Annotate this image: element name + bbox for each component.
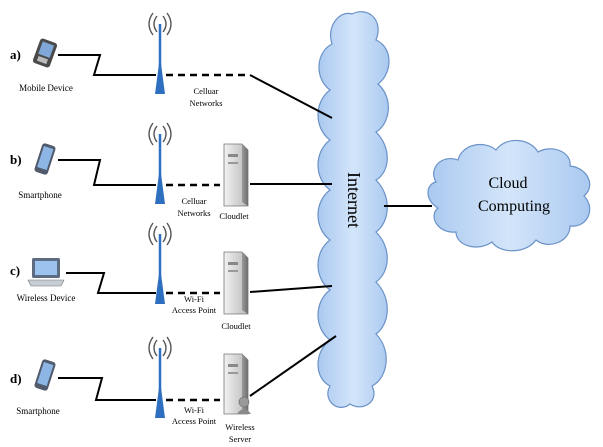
smartphone-icon — [34, 143, 56, 175]
row-d: d) Smartphone Wi-Fi Access Point Wireles… — [10, 335, 337, 444]
device-label-b: Smartphone — [18, 190, 62, 200]
cloud-computing-cloud: Cloud Computing — [427, 139, 591, 252]
network-label-d-2: Access Point — [172, 416, 217, 426]
link-to-internet-a — [249, 74, 333, 119]
cloud-computing-label-1: Cloud — [488, 175, 527, 192]
zigzag-link-b — [58, 159, 156, 186]
link-to-internet-d — [249, 335, 337, 397]
antenna-icon — [148, 122, 172, 204]
device-label-a: Mobile Device — [19, 83, 73, 93]
smartphone-icon — [34, 359, 56, 391]
zigzag-link-c — [66, 272, 156, 294]
edge-label-b-1: Cloudlet — [219, 211, 249, 221]
zigzag-link-d — [58, 377, 156, 401]
device-label-c: Wireless Device — [17, 293, 76, 303]
row-letter-a: a) — [10, 47, 21, 62]
edge-label-c-1: Cloudlet — [221, 321, 251, 331]
wireless-server-icon — [223, 353, 251, 415]
row-letter-d: d) — [10, 371, 22, 386]
network-label-b-1: Celluar — [181, 196, 206, 206]
antenna-icon — [148, 12, 172, 94]
link-to-internet-c — [249, 285, 333, 293]
server-icon — [223, 251, 249, 315]
pda-icon — [32, 38, 58, 68]
network-label-c-2: Access Point — [172, 305, 217, 315]
row-a: a) Mobile Device Celluar Networks — [10, 12, 333, 119]
edge-label-d-1: Wireless — [225, 422, 254, 432]
row-c: c) Wireless Device Wi-Fi Access Point Cl… — [10, 222, 333, 331]
network-label-a-2: Networks — [189, 98, 222, 108]
edge-label-d-2: Server — [229, 434, 251, 444]
network-label-d-1: Wi-Fi — [184, 405, 205, 415]
row-letter-c: c) — [10, 263, 20, 278]
internet-label: Internet — [344, 172, 364, 228]
row-letter-b: b) — [10, 152, 22, 167]
network-label-a-1: Celluar — [193, 86, 218, 96]
laptop-icon — [27, 258, 65, 287]
zigzag-link-a — [58, 54, 156, 76]
network-label-c-1: Wi-Fi — [184, 294, 205, 304]
network-label-b-2: Networks — [177, 208, 210, 218]
cloud-computing-label-2: Computing — [478, 198, 550, 215]
server-icon — [223, 143, 249, 207]
row-b: b) Smartphone Celluar Networks Cloudlet — [10, 122, 332, 221]
antenna-icon — [148, 222, 172, 304]
internet-cloud: Internet — [317, 11, 390, 408]
antenna-icon — [148, 336, 172, 418]
device-label-d: Smartphone — [16, 406, 60, 416]
